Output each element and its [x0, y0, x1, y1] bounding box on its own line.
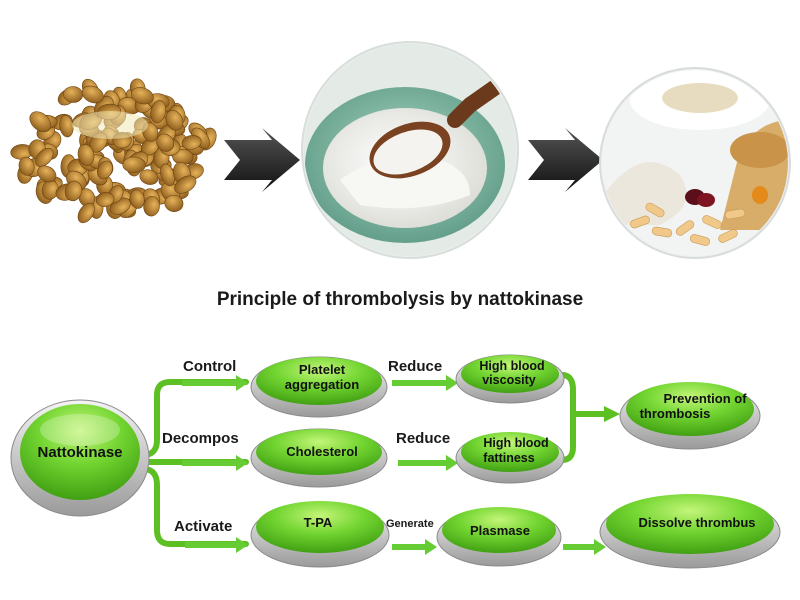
capsule — [689, 234, 711, 246]
node-high-blood-viscosity: High blood viscosity — [455, 354, 565, 404]
edge-label-control: Control — [183, 358, 236, 375]
natto-bean — [130, 87, 154, 105]
natto-bean — [164, 194, 184, 212]
natto-bean — [181, 135, 202, 150]
capsule — [718, 229, 738, 243]
arrow-dark-1 — [224, 128, 300, 192]
node-tpa: T-PA — [250, 501, 390, 568]
natto-bean — [35, 147, 54, 168]
capsule — [724, 208, 746, 220]
edge-label-decompos: Decompos — [162, 430, 239, 447]
node-label-plasmase: Plasmase — [470, 523, 530, 538]
right-bracket — [559, 372, 610, 463]
node-dissolve-thrombus: Dissolve thrombus — [599, 494, 781, 569]
node-label-prevention-2: thrombosis — [640, 406, 711, 421]
powder-photo — [301, 41, 519, 259]
node-platelet-aggregation: Platelet aggregation — [250, 356, 388, 418]
natto-sheen — [72, 111, 148, 139]
node-label-viscosity-1: High blood — [479, 359, 544, 373]
node-label-platelet-1: Platelet — [299, 362, 346, 377]
node-label-fattiness-2: fattiness — [483, 451, 534, 465]
beans-photo — [10, 78, 217, 224]
capsule — [702, 215, 722, 229]
natto-bean — [64, 180, 83, 202]
edge-label-reduce-mid: Reduce — [396, 430, 450, 447]
edge-label-reduce-top: Reduce — [388, 358, 442, 375]
node-label-prevention-1: Prevention of — [663, 391, 747, 406]
node-label-fattiness-1: High blood — [483, 436, 548, 450]
green-arrows — [182, 375, 606, 555]
natto-bean — [139, 169, 159, 185]
natto-bean — [77, 202, 95, 224]
diagram-title: Principle of thrombolysis by nattokinase — [217, 289, 583, 310]
natto-bean — [77, 144, 95, 166]
node-label-viscosity-2: viscosity — [482, 373, 536, 387]
node-label-dissolve: Dissolve thrombus — [638, 515, 755, 530]
natto-bean — [150, 100, 167, 124]
node-label-tpa: T-PA — [304, 515, 333, 530]
node-label-platelet-2: aggregation — [285, 377, 359, 392]
node-plasmase: Plasmase — [436, 507, 562, 567]
node-cholesterol: Cholesterol — [250, 428, 388, 488]
natto-bean — [129, 189, 145, 209]
natto-bean — [97, 160, 113, 180]
capsule — [630, 215, 650, 229]
natto-bean — [37, 165, 57, 183]
natto-bean — [122, 156, 146, 173]
products-photo — [599, 67, 791, 259]
node-nattokinase: Nattokinase — [10, 399, 150, 517]
edge-label-generate: Generate — [386, 518, 434, 530]
natto-bean — [95, 192, 115, 207]
node-label-nattokinase: Nattokinase — [37, 444, 122, 461]
node-prevention-of-thrombosis: Prevention of thrombosis — [619, 382, 761, 450]
natto-bean — [29, 111, 52, 133]
natto-bean — [156, 133, 175, 152]
capsule — [645, 202, 665, 218]
capsule — [675, 220, 695, 236]
node-high-blood-fattiness: High blood fattiness — [455, 432, 565, 484]
edge-label-activate: Activate — [174, 518, 232, 535]
natto-bean — [165, 110, 184, 131]
node-label-cholesterol: Cholesterol — [286, 444, 358, 459]
natto-bean — [174, 175, 197, 194]
natto-bean — [81, 85, 104, 104]
arrow-dark-2 — [528, 128, 603, 192]
natto-bean — [18, 156, 35, 176]
capsule — [651, 226, 673, 238]
natto-bean — [143, 196, 160, 217]
arrowhead-prevention — [604, 406, 620, 422]
